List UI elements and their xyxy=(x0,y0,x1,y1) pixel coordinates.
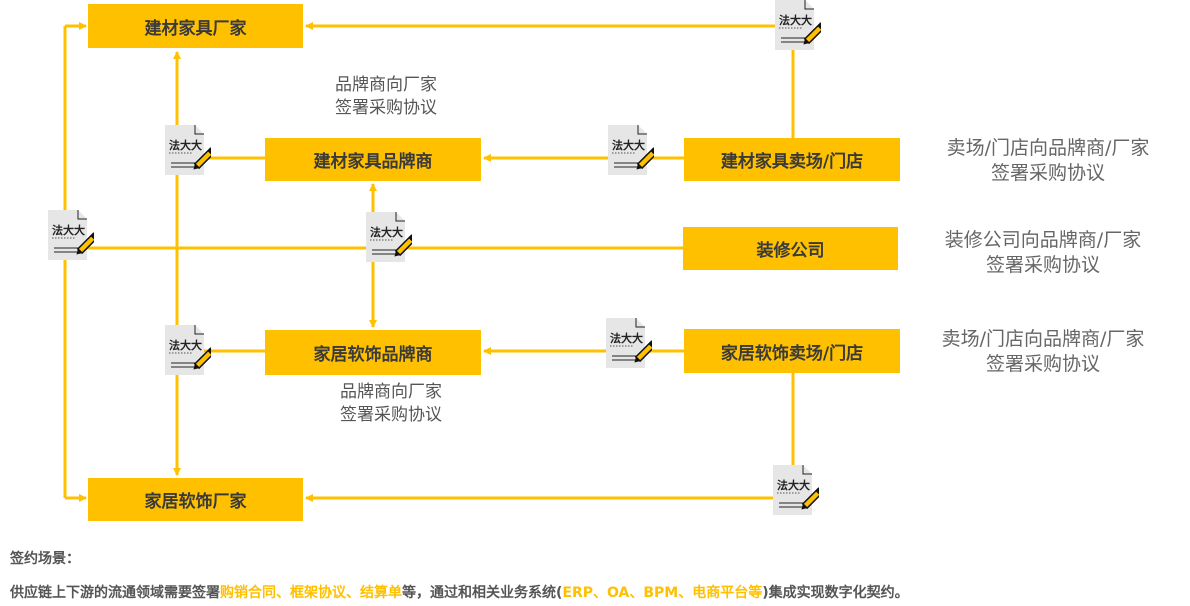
note-line: 卖场/门店向品牌商/厂家 xyxy=(941,328,1145,350)
note-line: 装修公司向品牌商/厂家 xyxy=(944,229,1142,251)
node-hf-store: 家居软饰卖场/门店 xyxy=(684,329,900,373)
contract-document-icon: 法大大 xyxy=(366,212,417,262)
doc-icon-label: 法大大 xyxy=(169,138,202,152)
node-hf-brand: 家居软饰品牌商 xyxy=(265,330,481,375)
note-line: 签署采购协议 xyxy=(985,254,1100,276)
doc-icon-label: 法大大 xyxy=(169,338,202,352)
footer-title: 签约场景： xyxy=(10,551,80,567)
footer-highlight-systems: ERP、OA、BPM、电商平台等 xyxy=(562,585,763,601)
contract-document-icon: 法大大 xyxy=(608,125,659,175)
note-line: 品牌商向厂家 xyxy=(340,382,442,402)
footer-text: )集成实现数字化契约。 xyxy=(762,585,909,601)
doc-icon-label: 法大大 xyxy=(610,331,643,345)
footer-highlight-docs: 购销合同、框架协议、结算单 xyxy=(220,585,402,601)
node-bm-store: 建材家具卖场/门店 xyxy=(684,138,900,181)
footer-description: 供应链上下游的流通领域需要签署购销合同、框架协议、结算单等，通过和相关业务系统(… xyxy=(10,582,909,602)
note-brand-bottom: 品牌商向厂家 签署采购协议 xyxy=(321,381,461,427)
node-decoration: 装修公司 xyxy=(683,227,898,270)
note-line: 品牌商向厂家 xyxy=(335,75,437,95)
node-bm-brand: 建材家具品牌商 xyxy=(265,138,481,181)
note-line: 签署采购协议 xyxy=(985,353,1100,375)
contract-document-icon: 法大大 xyxy=(775,0,826,50)
note-brand-top: 品牌商向厂家 签署采购协议 xyxy=(316,74,456,120)
doc-icon-label: 法大大 xyxy=(612,138,645,152)
note-store-bottom: 卖场/门店向品牌商/厂家 签署采购协议 xyxy=(915,327,1171,377)
doc-icon-label: 法大大 xyxy=(370,225,403,239)
note-store-top: 卖场/门店向品牌商/厂家 签署采购协议 xyxy=(920,136,1176,186)
contract-document-icon: 法大大 xyxy=(165,325,216,375)
doc-icon-label: 法大大 xyxy=(777,478,810,492)
footer-text: 供应链上下游的流通领域需要签署 xyxy=(10,585,220,601)
note-decoration: 装修公司向品牌商/厂家 签署采购协议 xyxy=(915,228,1171,278)
note-line: 签署采购协议 xyxy=(340,405,442,425)
note-line: 签署采购协议 xyxy=(990,162,1105,184)
contract-document-icon: 法大大 xyxy=(773,465,824,515)
doc-icon-label: 法大大 xyxy=(52,223,85,237)
note-line: 卖场/门店向品牌商/厂家 xyxy=(946,137,1150,159)
contract-document-icon: 法大大 xyxy=(165,125,216,175)
node-bm-maker: 建材家具厂家 xyxy=(88,4,303,48)
contract-document-icon: 法大大 xyxy=(606,318,657,368)
node-hf-maker: 家居软饰厂家 xyxy=(88,478,303,521)
footer-text: 等，通过和相关业务系统( xyxy=(402,585,563,601)
doc-icon-label: 法大大 xyxy=(779,13,812,27)
contract-document-icon: 法大大 xyxy=(48,210,99,260)
note-line: 签署采购协议 xyxy=(335,98,437,118)
